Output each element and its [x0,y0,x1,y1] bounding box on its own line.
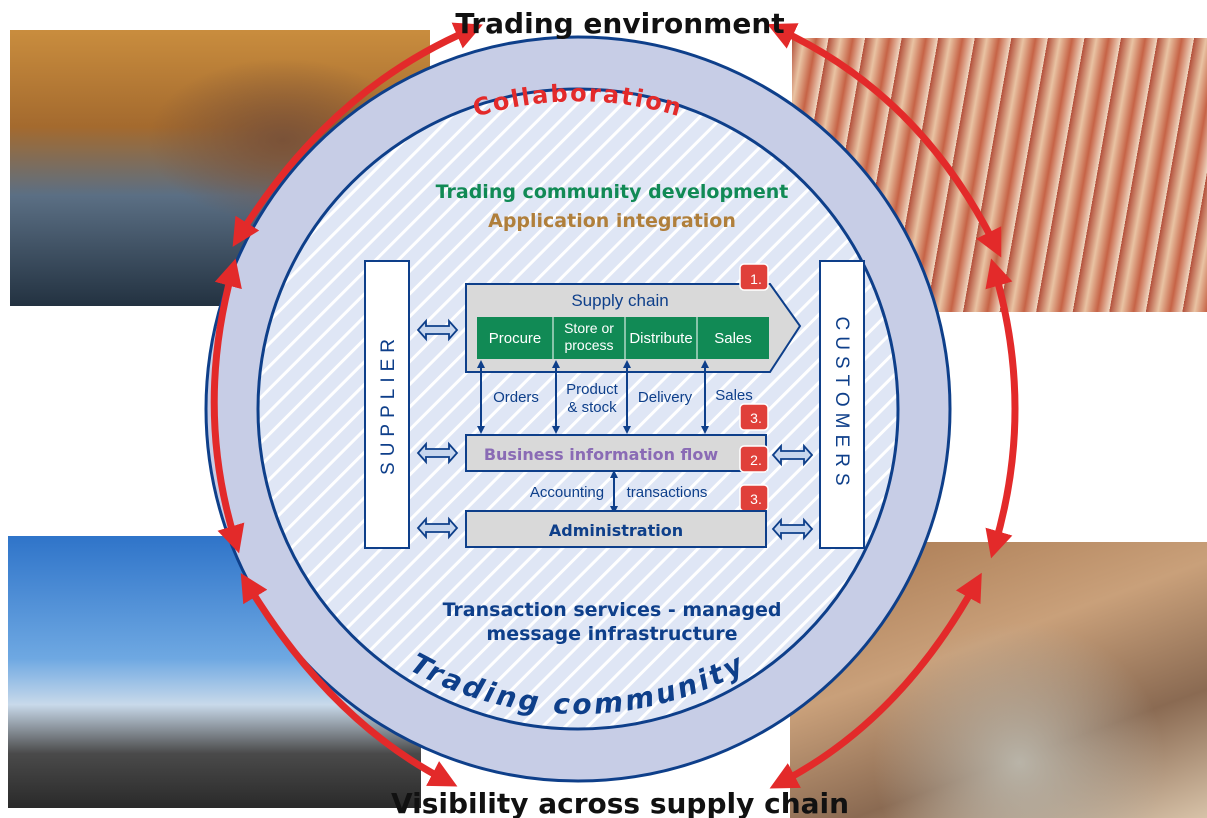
supplier-label: SUPPLIER [378,333,399,475]
flow-orders: Orders [493,389,539,406]
supply-chain-title: Supply chain [571,291,668,310]
arrow-top-right [767,23,1002,258]
step-distribute: Distribute [629,330,692,347]
badge-3-upper-label: 3. [750,410,762,426]
step-sales: Sales [714,330,752,347]
transaction-services-line-2: message infrastructure [486,623,737,645]
arrow-left [210,258,245,554]
step-procure-box [477,317,553,359]
administration-label: Administration [549,521,683,540]
trading-environment-title: Trading environment [455,7,784,40]
accounting-left: Accounting [530,484,604,501]
flow-sales: Sales [715,387,753,404]
inner-circle [256,87,900,731]
environment-arrows [210,22,1019,789]
flow-product-2: & stock [567,399,617,416]
supplier-box [364,260,410,549]
customers-label: CUSTOMERS [831,316,852,491]
application-integration: Application integration [488,210,736,232]
flow-arrows [477,360,709,514]
connector-info-customers [771,443,814,467]
flow-delivery: Delivery [638,389,693,406]
business-info-box [465,434,767,472]
connector-supplier-admin [416,516,459,540]
arrow-bottom-right [769,572,982,789]
connector-admin-customers [771,517,814,541]
administration-box [465,510,767,548]
badge-2 [739,445,769,473]
badge-2-label: 2. [750,452,762,468]
flow-product-1: Product [566,381,619,398]
business-info-label: Business information flow [484,445,719,464]
step-distribute-box [625,317,697,359]
visibility-title: Visibility across supply chain [391,787,849,818]
badge-1 [739,263,769,291]
step-procure: Procure [489,330,542,347]
connector-supplier-info [416,441,459,465]
connector-arrows [416,318,814,541]
arrow-top-left [232,22,483,247]
accounting-right: transactions [627,484,708,501]
trading-community-development: Trading community development [436,181,789,203]
customers-box [819,260,865,549]
badge-3-lower-label: 3. [750,491,762,507]
badge-1-label: 1. [750,271,762,287]
step-store-box [553,317,625,359]
transaction-services-line-1: Transaction services - managed [443,599,782,621]
connector-supplier-supply [416,318,459,342]
step-sales-box [697,317,769,359]
arrow-bottom-left [240,573,458,787]
badge-3-upper [739,403,769,431]
arrow-right [985,258,1019,559]
